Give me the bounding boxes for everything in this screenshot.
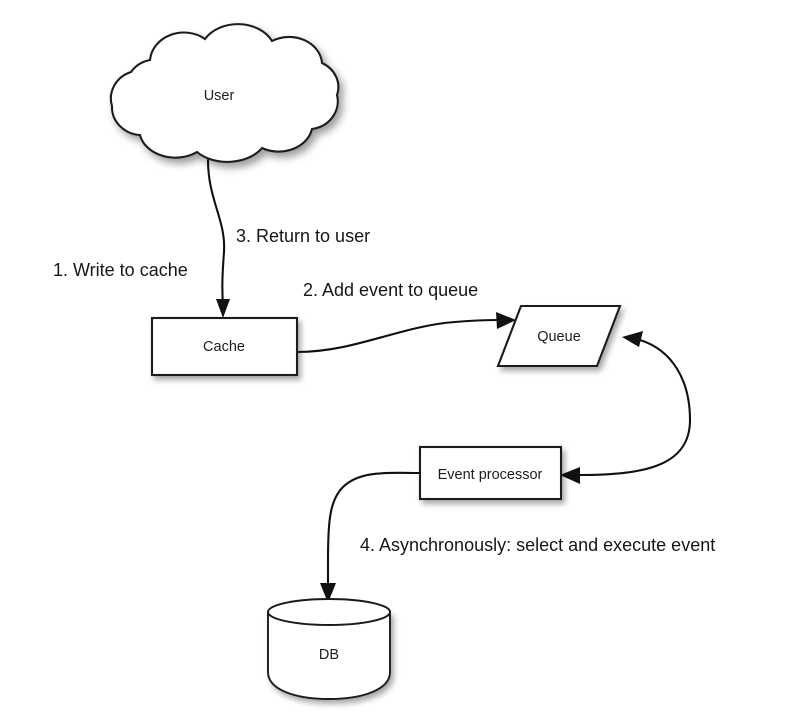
edge-cache-to-queue-line — [295, 318, 502, 354]
step-label-1: 1. Write to cache — [53, 260, 188, 280]
node-user[interactable]: User — [109, 23, 340, 163]
edge-queue-to-processor-arrowhead — [560, 467, 580, 484]
edge-cache-to-queue-arrowhead — [496, 312, 516, 329]
edge-user-to-cache-arrowhead — [216, 299, 230, 318]
edge-processor-to-db — [320, 471, 422, 603]
node-db-label: DB — [319, 647, 339, 663]
node-event-processor-label: Event processor — [438, 467, 543, 483]
node-cache-label: Cache — [203, 339, 245, 355]
edge-user-to-cache — [206, 158, 230, 318]
edge-cache-to-queue — [295, 312, 516, 354]
node-queue-label: Queue — [537, 329, 581, 345]
step-label-4: 4. Asynchronously: select and execute ev… — [360, 535, 715, 555]
node-db[interactable]: DB — [267, 598, 391, 700]
edge-processor-to-queue-arrowhead — [622, 331, 643, 347]
node-queue[interactable]: Queue — [496, 304, 622, 368]
step-label-2: 2. Add event to queue — [303, 280, 478, 300]
edge-processor-to-db-arrowhead — [320, 583, 336, 603]
edge-processor-to-queue — [576, 331, 692, 477]
node-cache[interactable]: Cache — [150, 316, 299, 377]
edge-queue-to-processor — [560, 467, 580, 484]
node-event-processor[interactable]: Event processor — [418, 445, 563, 501]
step-label-3: 3. Return to user — [236, 226, 370, 246]
edge-processor-to-queue-line — [576, 338, 692, 477]
edge-processor-to-db-line — [326, 471, 422, 592]
node-user-label: User — [204, 88, 235, 104]
edge-user-to-cache-line — [206, 158, 226, 308]
